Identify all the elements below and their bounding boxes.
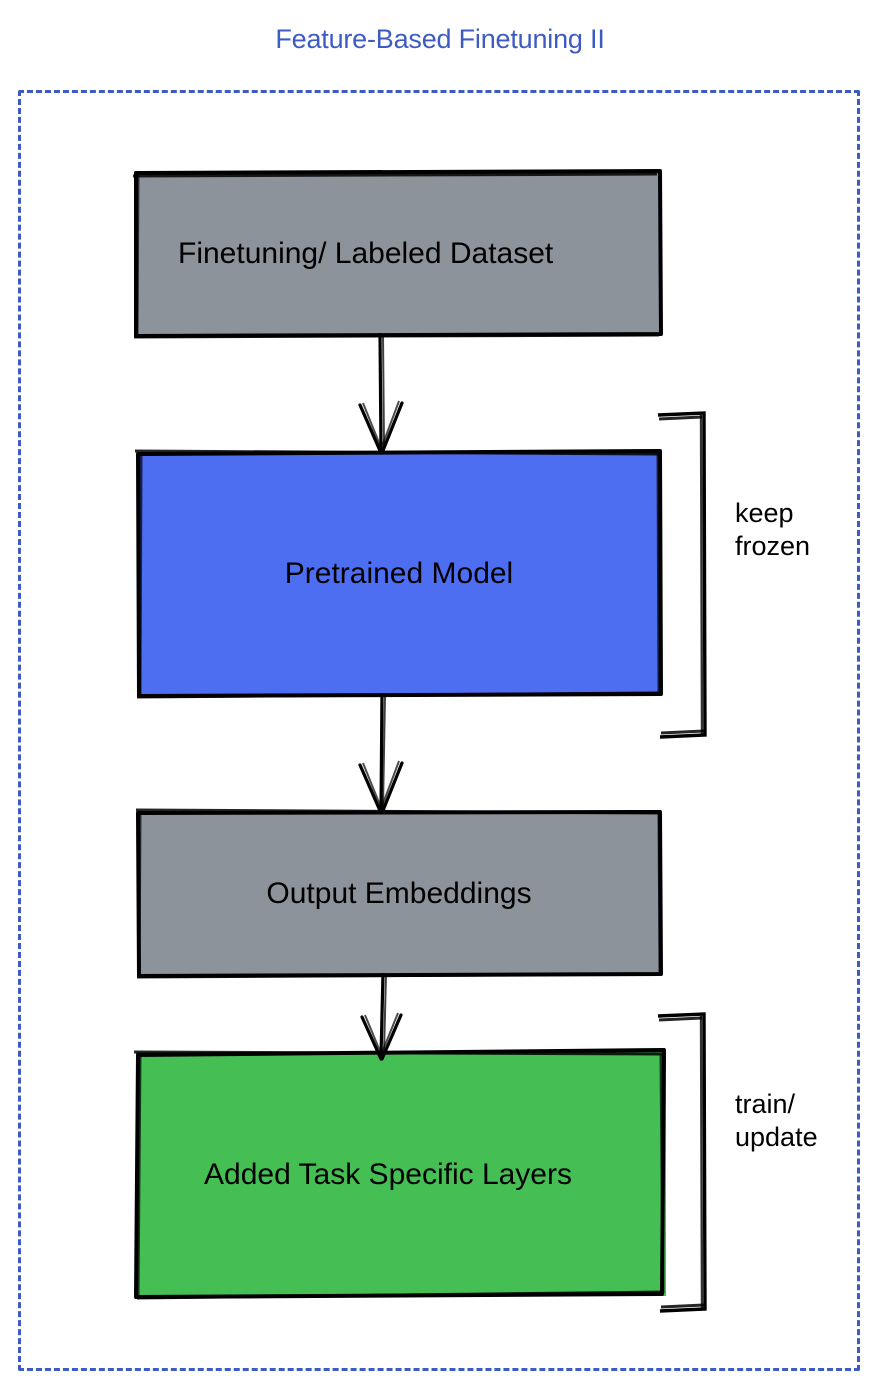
node-label: Pretrained Model	[284, 557, 514, 590]
node-label: Added Task Specific Layers	[204, 1157, 572, 1191]
node-label: Finetuning/ Labeled Dataset	[178, 237, 554, 270]
node-added-task-specific-layers[interactable]: Added Task Specific Layers	[133, 1048, 666, 1300]
bracket-label-keep-frozen: keep frozen	[735, 498, 811, 561]
node-pretrained-model[interactable]: Pretrained Model	[134, 449, 663, 699]
node-finetuning-dataset[interactable]: Finetuning/ Labeled Dataset	[132, 169, 663, 339]
node-output-embeddings[interactable]: Output Embeddings	[135, 808, 663, 979]
dashed-boundary-frame	[18, 90, 860, 1371]
bracket-label-train-update: train/ update	[735, 1089, 818, 1152]
page-title: Feature-Based Finetuning II	[275, 24, 605, 54]
node-label: Output Embeddings	[266, 877, 532, 910]
